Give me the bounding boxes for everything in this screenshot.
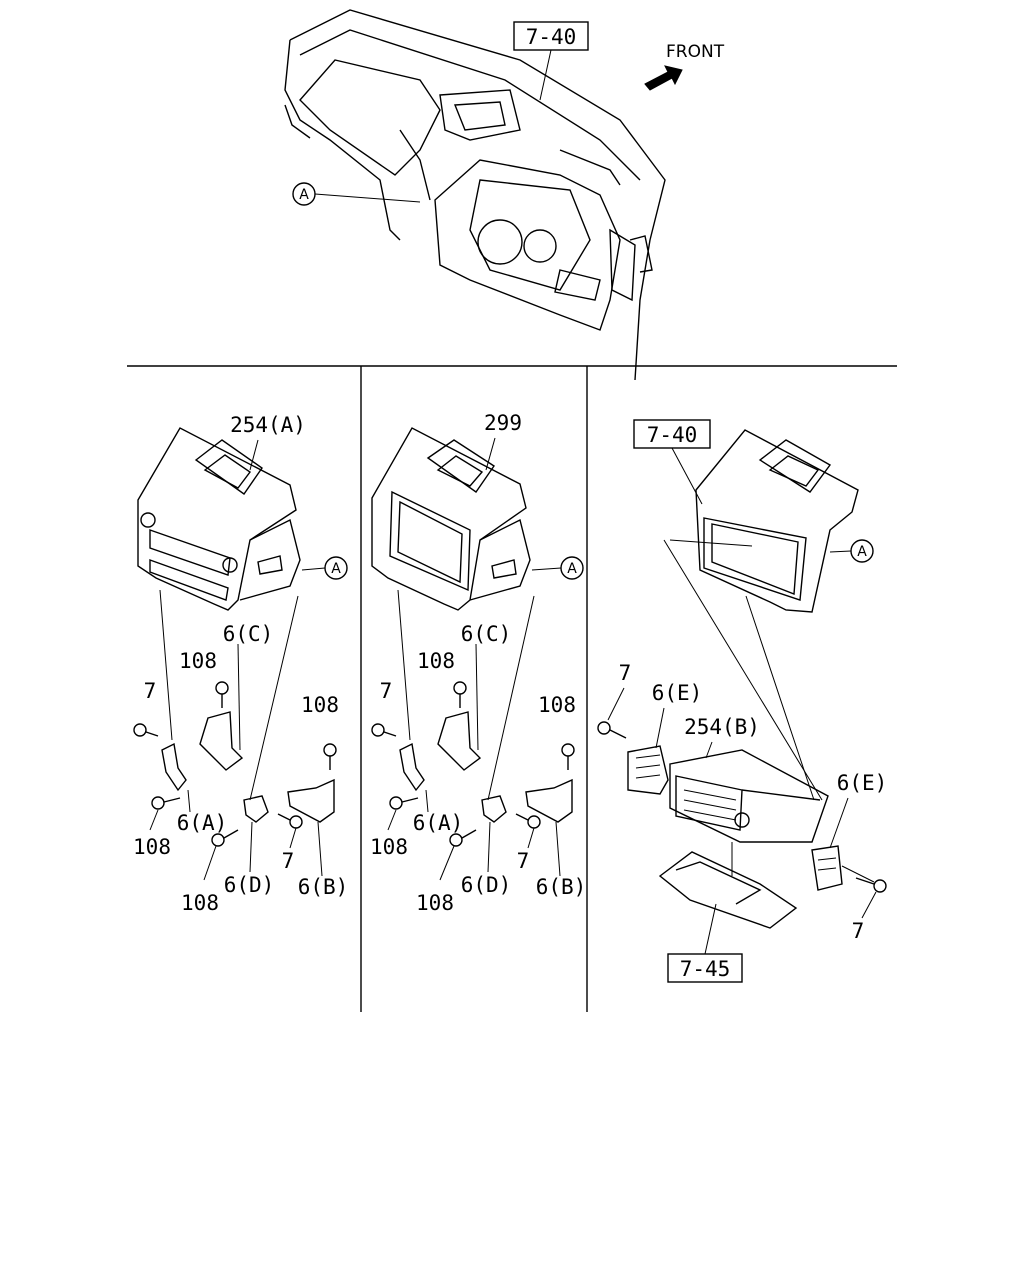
screw-icon (323, 743, 337, 770)
label-screw-108: 108 (417, 649, 455, 673)
bracket-6a (161, 742, 187, 792)
bracket-6c (437, 711, 482, 771)
screw-icon (371, 723, 397, 737)
callout-a-label: A (567, 561, 577, 577)
label-screw-108: 108 (538, 693, 576, 717)
label-screw-7: 7 (282, 849, 295, 873)
screw-icon (561, 743, 575, 770)
panel-254b: 7-40 A 7 (597, 419, 888, 983)
callout-a-label: A (299, 187, 309, 203)
radio-unit-254b (669, 749, 829, 843)
screw-icon (151, 796, 181, 810)
front-label: FRONT (666, 42, 725, 62)
label-screw-108: 108 (133, 835, 171, 859)
screw-icon (597, 721, 627, 739)
panel-254a-title: 254(A) (230, 413, 306, 437)
front-direction-indicator: FRONT (644, 42, 725, 91)
screw-icon (277, 813, 303, 829)
ref-box-7-45[interactable]: 7-45 (667, 903, 743, 983)
label-bracket-6b: 6(B) (298, 875, 349, 899)
label-bracket-6a: 6(A) (177, 811, 228, 835)
bracket-6e-right (811, 845, 843, 891)
bracket-6b (287, 778, 335, 823)
pocket-7-45 (658, 851, 798, 929)
screw-icon (855, 877, 887, 893)
ref-box-label: 7-40 (526, 25, 577, 49)
label-screw-7: 7 (144, 679, 157, 703)
label-screw-108: 108 (416, 891, 454, 915)
label-bracket-6c: 6(C) (461, 622, 512, 646)
bracket-6a (399, 742, 425, 792)
label-screw-108: 108 (370, 835, 408, 859)
label-screw-108: 108 (301, 693, 339, 717)
label-bracket-6d: 6(D) (224, 873, 275, 897)
label-bracket-6b: 6(B) (536, 875, 587, 899)
panel-254a: 254(A) A 6(C) 108 (133, 413, 348, 915)
screw-icon (515, 813, 541, 829)
bezel-7-40 (695, 429, 859, 613)
callout-a-label: A (331, 561, 341, 577)
label-screw-7: 7 (619, 661, 632, 685)
label-screw-7: 7 (517, 849, 530, 873)
label-bracket-6c: 6(C) (223, 622, 274, 646)
front-arrow-icon (644, 65, 683, 91)
panel-299: 299 A 6(C) 108 7 108 6(A) 108 108 6(D) 7 (370, 411, 586, 915)
callout-a-top: A (292, 182, 421, 206)
label-screw-108: 108 (179, 649, 217, 673)
ref-box-label: 7-40 (647, 423, 698, 447)
label-bracket-6e: 6(E) (652, 681, 703, 705)
label-bracket-6e: 6(E) (837, 771, 888, 795)
ref-box-label: 7-45 (680, 957, 731, 981)
ref-box-7-40-right[interactable]: 7-40 (633, 419, 711, 505)
panel-299-title: 299 (484, 411, 522, 435)
screw-icon (211, 829, 239, 847)
bracket-6d (481, 795, 507, 823)
screw-icon (133, 723, 159, 737)
label-screw-7: 7 (852, 919, 865, 943)
label-screw-7: 7 (380, 679, 393, 703)
screw-icon (449, 829, 477, 847)
screw-icon (215, 681, 229, 708)
instrument-panel-drawing (284, 9, 666, 381)
bezel-254a (137, 427, 297, 611)
screw-icon (453, 681, 467, 708)
label-screw-108: 108 (181, 891, 219, 915)
label-bracket-6d: 6(D) (461, 873, 512, 897)
bracket-6c (199, 711, 244, 771)
callout-a-label: A (857, 544, 867, 560)
screw-icon (389, 796, 419, 810)
bracket-6b (525, 778, 573, 823)
bracket-6e-left (627, 745, 669, 795)
label-unit-254b: 254(B) (684, 715, 760, 739)
label-bracket-6a: 6(A) (413, 811, 464, 835)
bracket-6d (243, 795, 269, 823)
ref-box-7-40-top[interactable]: 7-40 (513, 21, 589, 101)
